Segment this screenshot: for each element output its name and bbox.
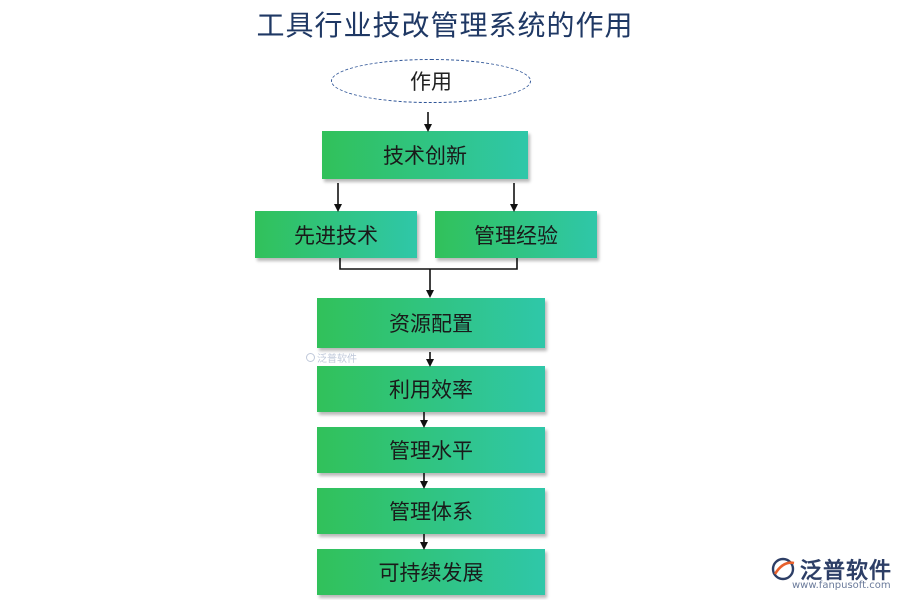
node-advanced-tech: 先进技术 [255, 211, 417, 258]
node-label: 可持续发展 [378, 561, 484, 585]
logo-icon [771, 557, 795, 581]
node-label: 管理体系 [389, 500, 473, 524]
logo-text: 泛普软件 [800, 559, 893, 584]
start-node-label: 作用 [410, 70, 452, 94]
node-label: 管理经验 [474, 223, 558, 248]
page-title: 工具行业技改管理系统的作用 [256, 9, 634, 42]
watermark-text: 泛普软件 [317, 354, 357, 365]
node-mgmt-system: 管理体系 [317, 488, 545, 534]
node-utilization-efficiency: 利用效率 [317, 366, 545, 412]
node-label: 先进技术 [294, 223, 378, 248]
node-label: 技术创新 [383, 144, 467, 168]
node-label: 管理水平 [389, 439, 473, 463]
node-label: 资源配置 [389, 312, 473, 336]
brand-logo: 泛普软件 [770, 553, 892, 585]
logo-url: www.fanpusoft.com [792, 580, 891, 591]
watermark: 泛普软件 [306, 350, 357, 365]
start-node: 作用 [331, 59, 531, 103]
node-resource-allocation: 资源配置 [317, 298, 545, 348]
node-sustainable-dev: 可持续发展 [317, 549, 545, 595]
node-mgmt-experience: 管理经验 [435, 211, 597, 258]
node-tech-innovation: 技术创新 [322, 131, 528, 179]
node-label: 利用效率 [389, 378, 473, 402]
watermark-icon [306, 353, 315, 362]
node-mgmt-level: 管理水平 [317, 427, 545, 473]
merge-bracket [339, 258, 518, 270]
